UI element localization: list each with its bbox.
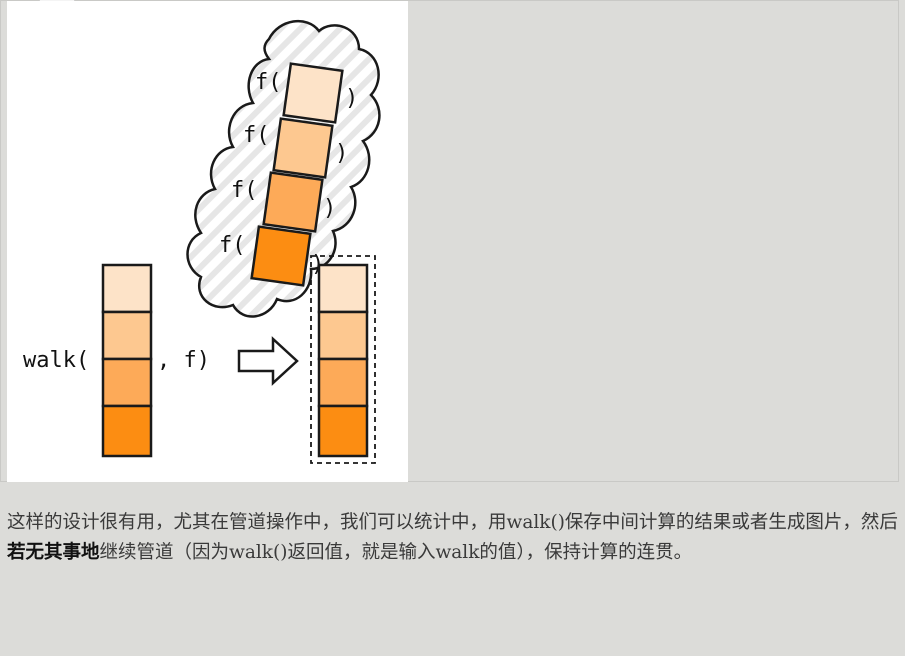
output-cell-1 (317, 263, 369, 314)
explanation-paragraph: 这样的设计很有用，尤其在管道操作中，我们可以统计中，用walk()保存中间计算的… (7, 508, 899, 568)
f-input-square-4 (250, 225, 312, 287)
output-dashed-box (310, 255, 376, 464)
f-call-label-2: f( (243, 123, 270, 148)
output-cell-4 (317, 404, 369, 458)
paragraph-emphasis: 若无其事地 (7, 542, 100, 563)
walk-diagram: f( f( f( f( ) ) ) ) walk( , f) (7, 1, 408, 482)
input-cell-4 (101, 404, 153, 458)
input-cell-1 (101, 263, 153, 314)
f-input-square-1 (282, 62, 344, 124)
f-call-label-3: f( (231, 178, 258, 203)
f-call-close-2: ) (335, 141, 348, 166)
f-input-square-2 (272, 117, 334, 179)
f-call-close-3: ) (323, 196, 336, 221)
f-input-square-3 (262, 171, 324, 233)
f-args-label: , f) (157, 348, 210, 373)
paragraph-part-2: 继续管道（因为walk()返回值，就是输入walk的值），保持计算的连贯。 (99, 542, 693, 563)
f-call-close-1: ) (345, 86, 358, 111)
paragraph-part-1: 这样的设计很有用，尤其在管道操作中，我们可以统计中，用walk()保存中间计算的… (7, 512, 898, 533)
input-cell-2 (101, 310, 153, 361)
walk-label: walk( (23, 348, 89, 373)
input-cell-3 (101, 357, 153, 408)
f-call-label-4: f( (219, 233, 246, 258)
f-call-label-1: f( (255, 70, 282, 95)
right-arrow-icon (237, 336, 299, 386)
output-cell-2 (317, 310, 369, 361)
figure-panel: f( f( f( f( ) ) ) ) walk( , f) (0, 0, 899, 482)
output-cell-3 (317, 357, 369, 408)
walk-diagram-svg: f( f( f( f( ) ) ) ) walk( , f) (23, 19, 381, 464)
